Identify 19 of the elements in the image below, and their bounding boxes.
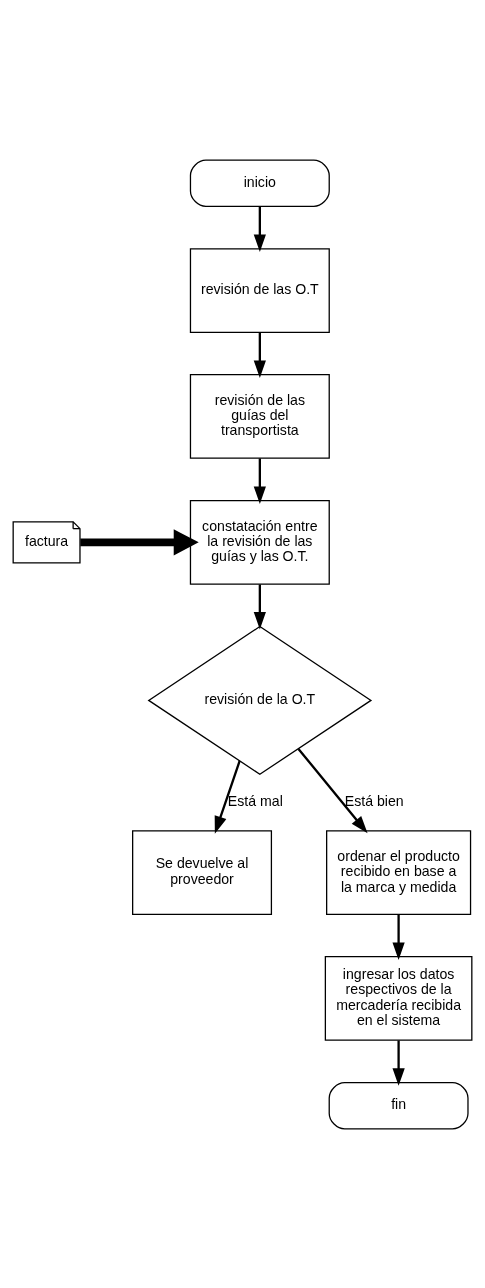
node-box: Se devuelve al proveedor	[132, 829, 273, 915]
arrow	[253, 332, 266, 378]
node-box: revisión de las guías del transportista	[189, 373, 330, 459]
edge-label: Está mal	[227, 792, 283, 809]
edge-label: Está bien	[344, 792, 404, 809]
node-box: revisión de las O.T	[189, 247, 330, 333]
node-box: ordenar el producto recibido en base a la marca y medida	[326, 829, 472, 915]
node-box: ingresar los datos respectivos de la mercadería recibida en el sistema	[324, 955, 473, 1041]
node-box: fin	[328, 1081, 469, 1129]
arrow	[253, 584, 266, 630]
node-box: inicio	[189, 159, 330, 207]
arrow	[392, 1040, 405, 1086]
node-diamond: revisión de la O.T	[147, 625, 373, 775]
arrow	[392, 914, 405, 960]
arrow	[214, 760, 241, 834]
arrow	[253, 206, 266, 252]
arrow	[297, 747, 368, 833]
arrow	[253, 457, 266, 504]
node-box: constatación entre la revisión de las guías y las O.T.	[189, 499, 330, 585]
